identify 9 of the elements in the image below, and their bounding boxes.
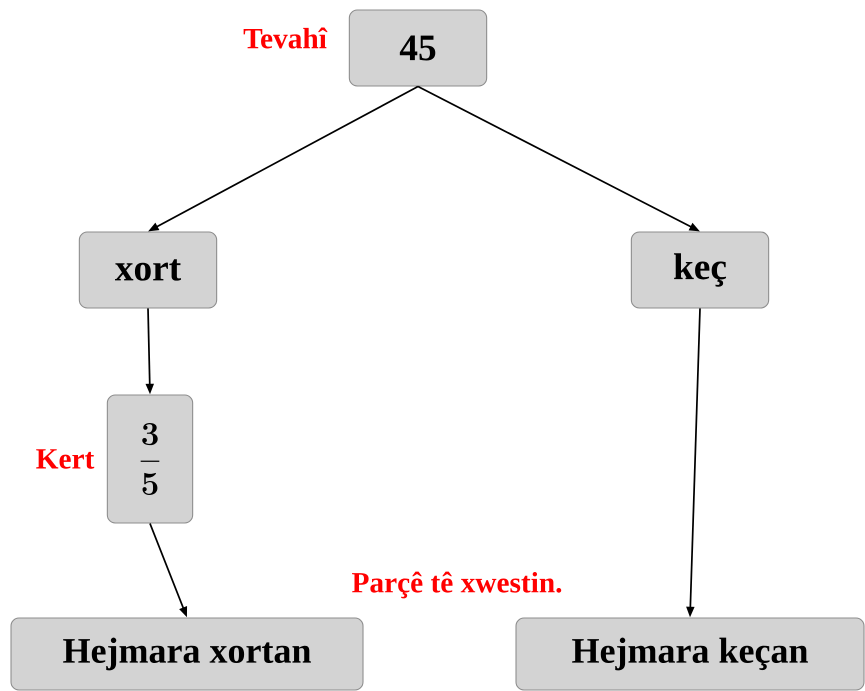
process-box: 45 xyxy=(348,9,488,87)
process-box: $\frac{3}{5}$ xyxy=(106,394,194,524)
process-box: xort xyxy=(78,231,218,309)
side-label: Tevahî xyxy=(244,28,328,48)
process-box: Hejmara xortan xyxy=(10,617,364,691)
process-box: Hejmara keçan xyxy=(515,617,865,691)
side-label: Kert xyxy=(36,449,94,469)
process-box: keç xyxy=(630,231,770,309)
note-label: Parçê tê xwestin. xyxy=(352,572,562,598)
